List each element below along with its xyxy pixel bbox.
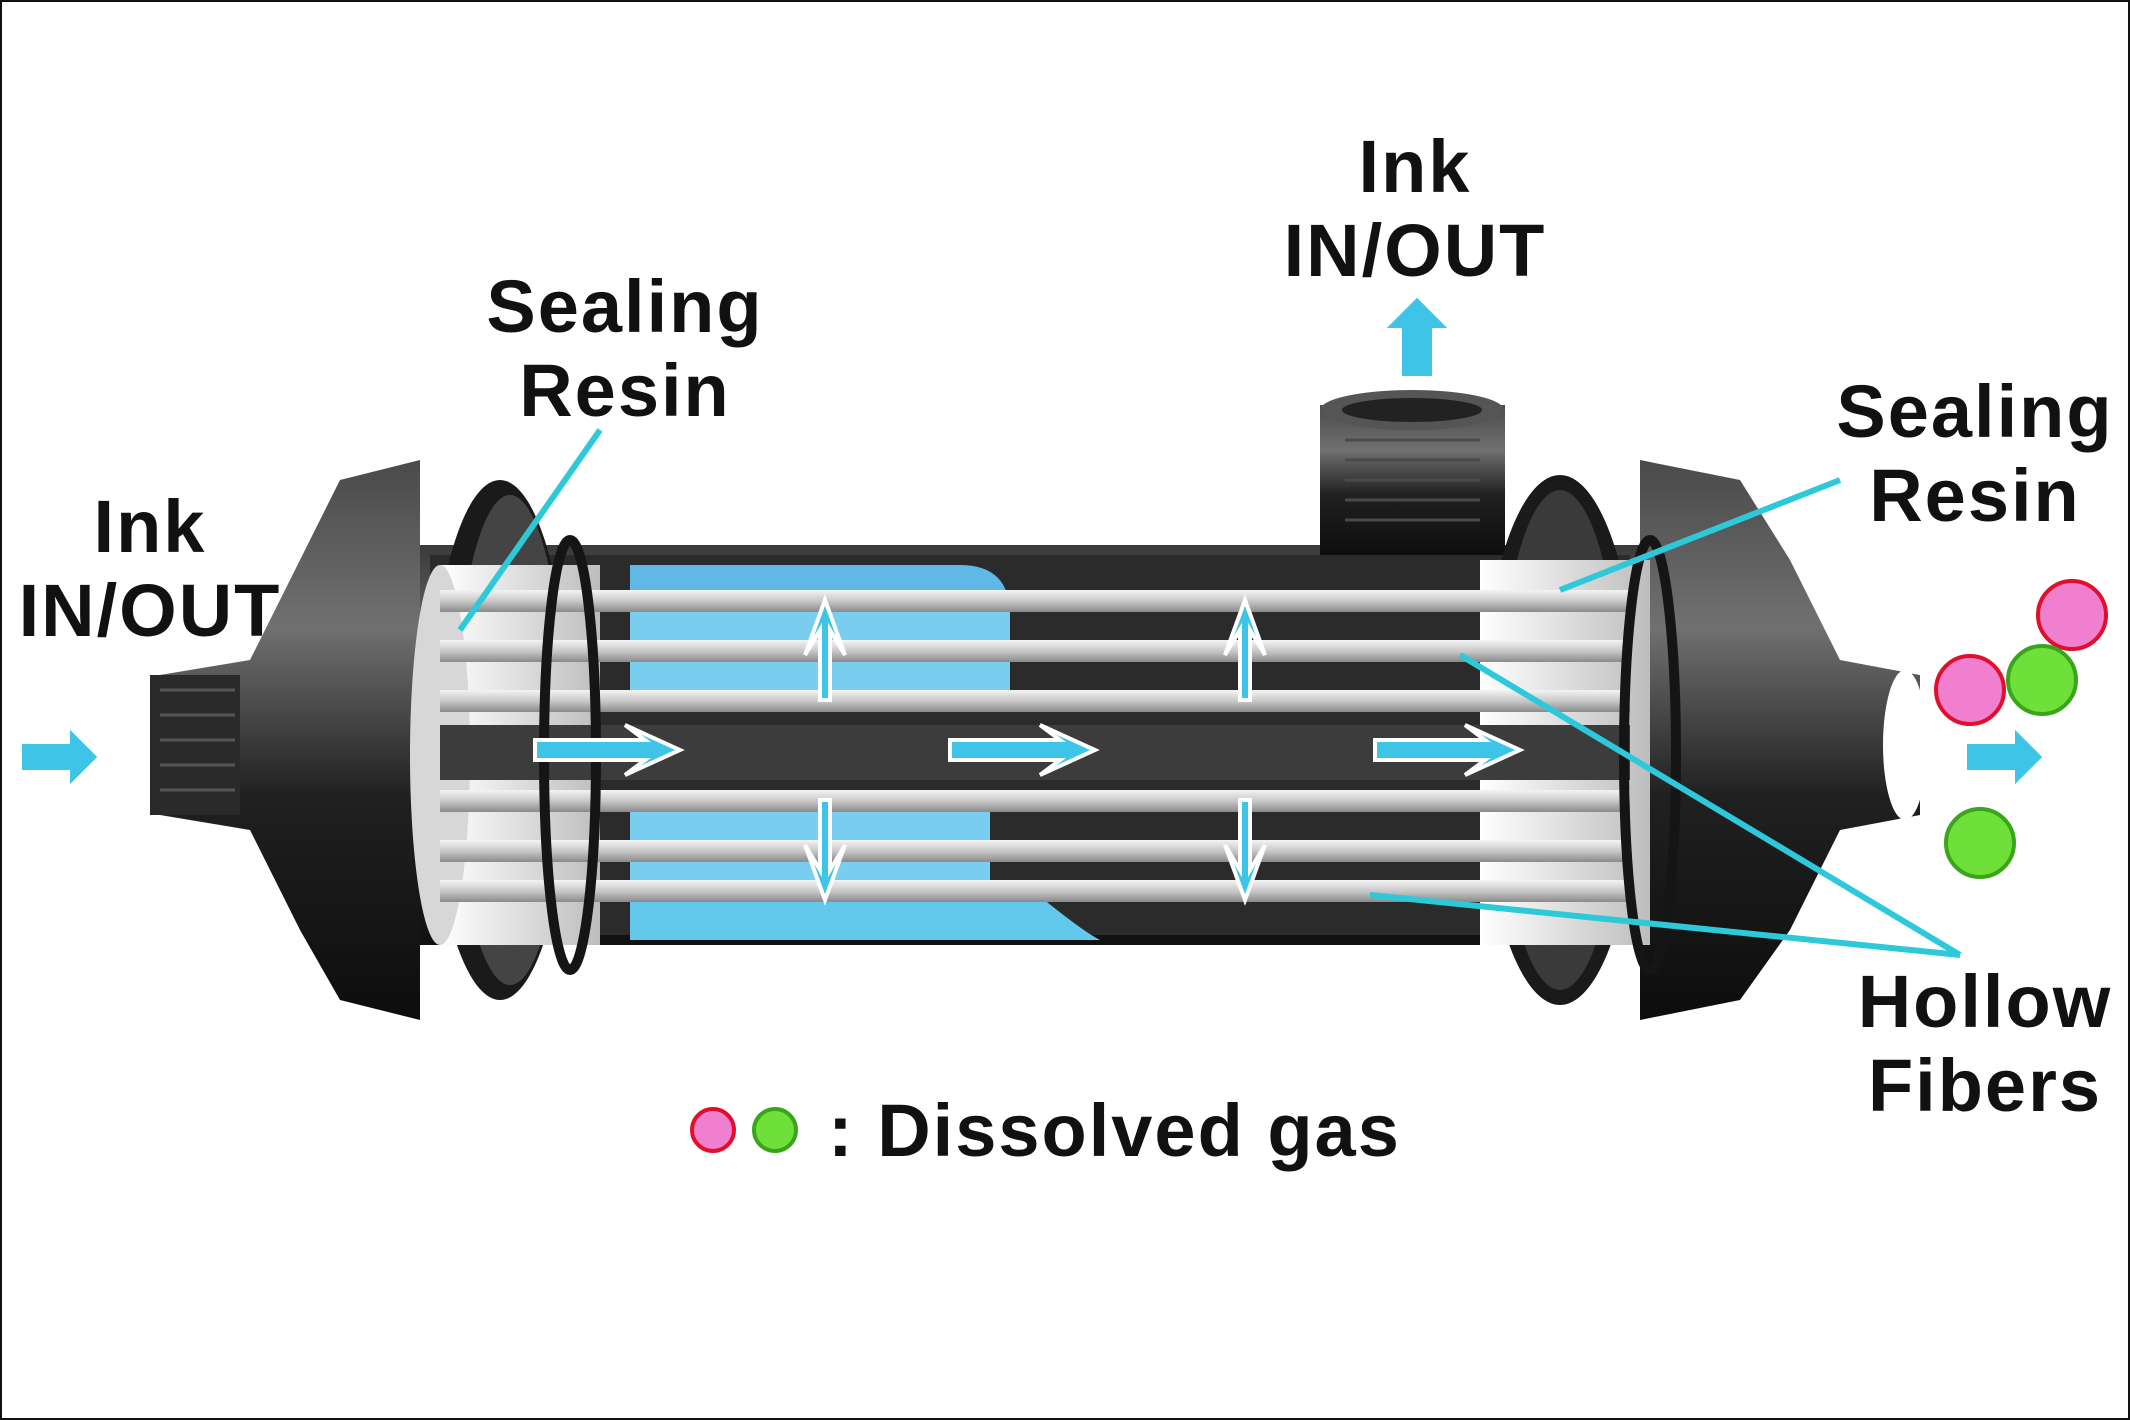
leader-resin-right <box>1558 477 1842 593</box>
gas-bubble-green-2 <box>1944 807 2016 879</box>
top-port <box>1320 390 1505 555</box>
gas-bubble-pink-2 <box>1934 654 2006 726</box>
label-ink-top-line1: Ink <box>1358 125 1472 208</box>
leader-fibers-lower <box>1369 892 1961 958</box>
flow-arrow-up-1 <box>803 594 847 702</box>
label-ink-left-line2: IN/OUT <box>18 569 282 652</box>
legend: : Dissolved gas <box>690 1075 1401 1185</box>
flow-arrow-right-3 <box>1373 723 1525 777</box>
legend-green-dot <box>752 1107 798 1153</box>
leader-fibers-upper <box>1458 652 1962 958</box>
label-ink-top-line2: IN/OUT <box>1283 209 1547 292</box>
label-fibers: Hollow Fibers <box>1840 960 2130 1128</box>
legend-pink-dot <box>690 1107 736 1153</box>
outlet-arrow <box>1963 720 2048 794</box>
flow-arrow-right-2 <box>948 723 1100 777</box>
hollow-fibers <box>440 590 1630 902</box>
label-resin-right-line2: Resin <box>1869 454 2081 537</box>
label-resin-left-line1: Sealing <box>486 265 764 348</box>
flow-arrow-down-2 <box>1223 798 1267 906</box>
inlet-arrow <box>18 720 103 794</box>
label-fibers-line1: Hollow <box>1857 960 2113 1043</box>
gas-bubble-pink-1 <box>2036 579 2108 651</box>
legend-text: : Dissolved gas <box>828 1088 1401 1172</box>
gas-bubbles <box>1934 579 2108 879</box>
leader-lines <box>457 428 1962 958</box>
label-fibers-line2: Fibers <box>1867 1044 2103 1127</box>
leader-resin-left <box>457 428 603 632</box>
flow-arrow-down-1 <box>803 798 847 906</box>
label-ink-left-line1: Ink <box>93 485 207 568</box>
label-resin-left: Sealing Resin <box>470 265 780 433</box>
label-resin-right: Sealing Resin <box>1820 370 2130 538</box>
flow-arrows <box>18 292 2048 906</box>
flow-arrow-up-2 <box>1223 594 1267 702</box>
flow-arrow-right-1 <box>533 723 685 777</box>
top-outlet-arrow <box>1377 292 1457 380</box>
label-ink-top: Ink IN/OUT <box>1270 125 1560 293</box>
label-ink-left: Ink IN/OUT <box>5 485 295 653</box>
gas-bubble-green-1 <box>2006 644 2078 716</box>
label-resin-right-line1: Sealing <box>1836 370 2114 453</box>
label-resin-left-line2: Resin <box>519 349 731 432</box>
